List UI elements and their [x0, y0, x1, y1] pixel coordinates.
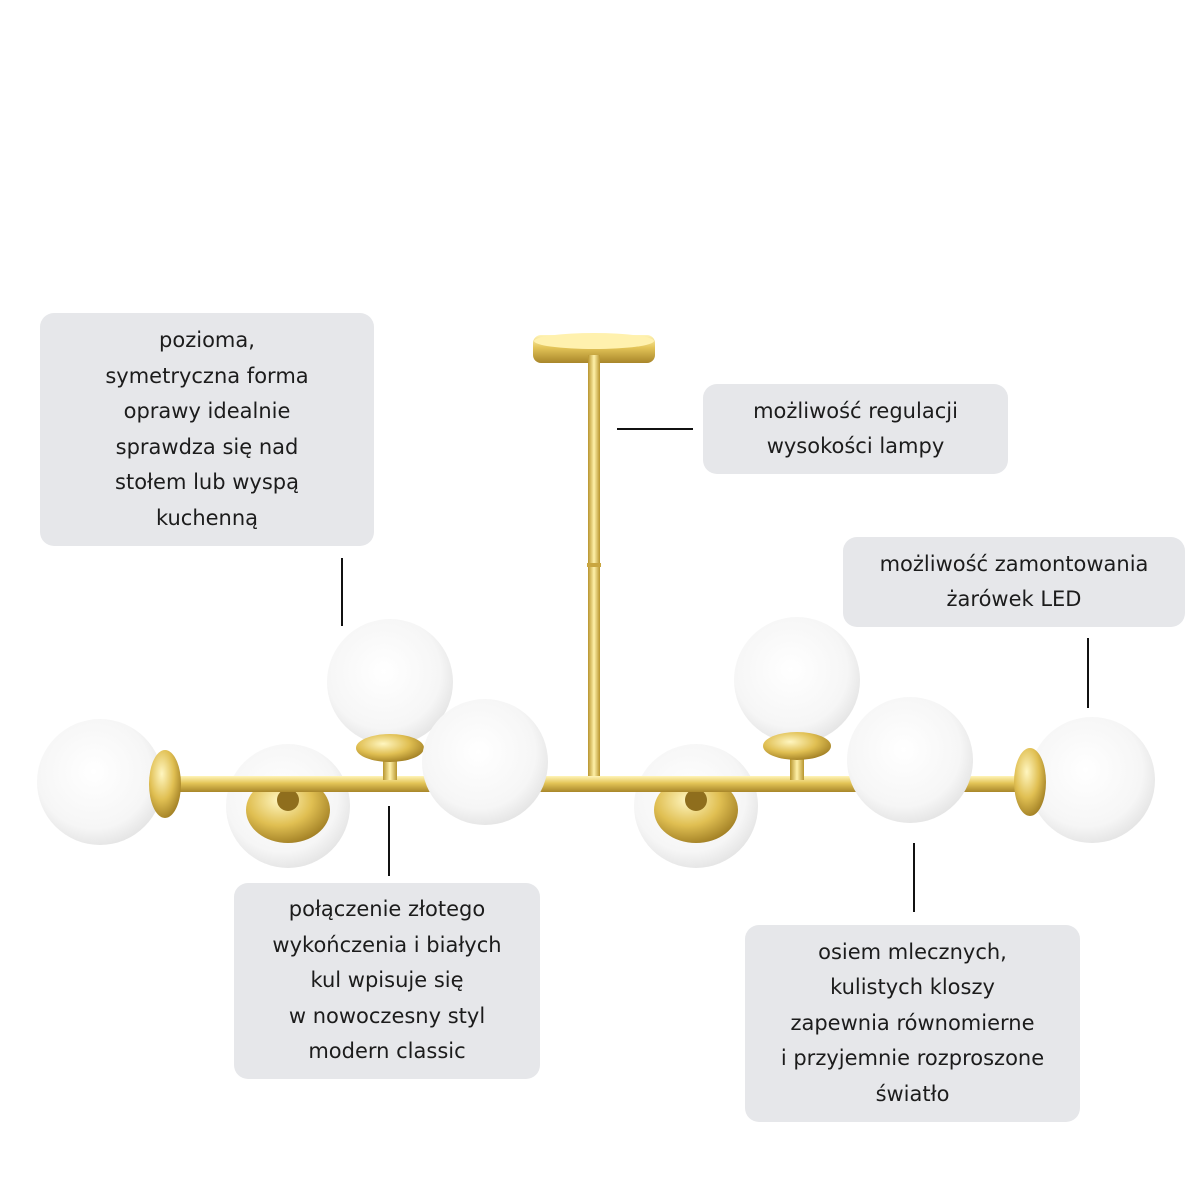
- callout-form-line: pozioma,: [159, 328, 255, 352]
- callout-globes-line: osiem mlecznych,: [818, 939, 1007, 964]
- top-cup-right: [763, 732, 831, 780]
- callout-height: możliwość regulacji wysokości lampy: [703, 384, 1008, 474]
- callout-led-line: możliwość zamontowania: [879, 551, 1149, 576]
- callout-globes-line: światło: [875, 1081, 950, 1106]
- globe-front-left: [422, 699, 548, 825]
- callout-globes-line: kulistych kloszy: [830, 975, 995, 1000]
- globe-top-left: [327, 619, 453, 745]
- callout-form-line: kuchenną: [155, 505, 259, 530]
- callout-form: pozioma, symetryczna forma oprawy idealn…: [40, 313, 374, 546]
- callout-height-line: wysokości lampy: [766, 434, 945, 458]
- suspension-rod: [587, 355, 601, 785]
- callout-style-line: połączenie złotego: [288, 897, 486, 922]
- callout-globes-line: i przyjemnie rozproszone: [780, 1046, 1045, 1071]
- callout-height-line: możliwość regulacji: [753, 398, 958, 423]
- callout-form-line: sprawdza się nad: [115, 434, 299, 459]
- globe-end-right: [1014, 717, 1155, 843]
- globe-front-right: [847, 697, 973, 823]
- globe-top-right: [734, 617, 860, 743]
- callout-led-line: żarówek LED: [946, 587, 1082, 611]
- callout-style-line: modern classic: [308, 1039, 466, 1064]
- globe-end-left: [37, 719, 181, 845]
- top-cup-left: [356, 734, 424, 780]
- callout-form-line: oprawy idealnie: [123, 399, 291, 423]
- callout-globes-line: zapewnia równomierne: [790, 1010, 1035, 1035]
- callout-style-line: wykończenia i białych: [272, 932, 502, 957]
- callout-style-line: kul wpisuje się: [310, 968, 464, 993]
- ceiling-canopy: [533, 333, 655, 363]
- callout-form-line: stołem lub wyspą: [115, 470, 299, 494]
- callout-form-line: symetryczna forma: [105, 363, 309, 388]
- callout-style-line: w nowoczesny styl: [288, 1003, 486, 1028]
- leader-lines: [341, 428, 1089, 912]
- back-cup-left: [246, 777, 330, 843]
- back-cup-center: [654, 777, 738, 843]
- callout-led: możliwość zamontowania żarówek LED: [843, 537, 1185, 627]
- callout-globes: osiem mlecznych, kulistych kloszy zapewn…: [745, 925, 1080, 1122]
- callout-style: połączenie złotego wykończenia i białych…: [234, 883, 540, 1079]
